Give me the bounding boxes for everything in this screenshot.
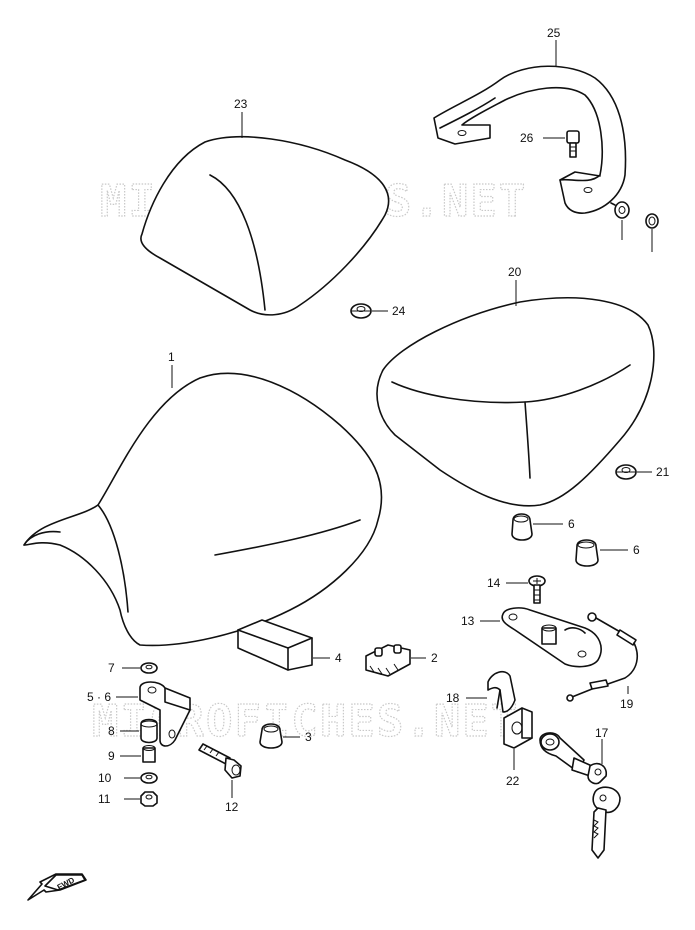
callout-5-6: 5 · 6 [87, 690, 111, 704]
callout-21: 23 [234, 97, 248, 111]
part-20-plate [503, 707, 533, 749]
part-25-nut [610, 201, 630, 219]
callout-8: 8 [108, 724, 115, 738]
part-14-bolt [198, 743, 242, 779]
callout-3: 3 [305, 730, 312, 744]
callout-19: 19 [620, 697, 634, 711]
part-6-cushion-lower [575, 539, 599, 567]
part-19-cable [566, 612, 639, 702]
callout-18: 18 [446, 691, 460, 705]
part-24-bolt [566, 130, 580, 158]
part-15-seat-lock [501, 607, 602, 668]
part-2-clip [365, 644, 411, 677]
callout-11: 11 [98, 792, 111, 806]
part-6-cushion-upper [511, 513, 533, 541]
callout-23: 25 [547, 26, 561, 40]
part-11-nut [140, 791, 158, 807]
part-4-foam-block [237, 619, 313, 671]
callout-15: 13 [461, 614, 475, 628]
callout-9: 9 [108, 749, 115, 763]
callout-12: 20 [508, 265, 522, 279]
part-10-washer [140, 772, 158, 784]
callout-14: 12 [225, 800, 239, 814]
part-18-clip [487, 670, 516, 713]
callout-20: 22 [506, 774, 520, 788]
part-17-key-lock [539, 732, 621, 859]
part-16-screw [528, 575, 546, 604]
callout-24: 26 [520, 131, 534, 145]
callout-2: 2 [431, 651, 438, 665]
part-1-front-seat [23, 372, 383, 647]
callout-1: 1 [168, 350, 175, 364]
part-5-6-bracket [139, 681, 191, 747]
callout-6a: 6 [568, 517, 575, 531]
part-8-rubber [140, 718, 158, 744]
callout-22: 24 [392, 304, 406, 318]
callout-17: 17 [595, 726, 609, 740]
callout-16: 14 [487, 576, 501, 590]
callout-4: 4 [335, 651, 342, 665]
callout-6b: 6 [633, 543, 640, 557]
part-21-seat-cowl [140, 136, 390, 316]
callout-7: 7 [108, 661, 115, 675]
part-23-grab-rail [433, 65, 627, 214]
part-7-washer [140, 662, 158, 674]
callout-13: 21 [656, 465, 670, 479]
fwd-arrow-icon: FWD [27, 873, 87, 901]
part-26-washer [645, 213, 659, 229]
part-12-rear-seat [376, 297, 655, 507]
part-3-cushion [259, 723, 283, 749]
part-13-grommet [615, 464, 637, 480]
part-22-grommet [350, 303, 372, 319]
callout-10: 10 [98, 771, 112, 785]
part-9-collar [142, 745, 156, 763]
